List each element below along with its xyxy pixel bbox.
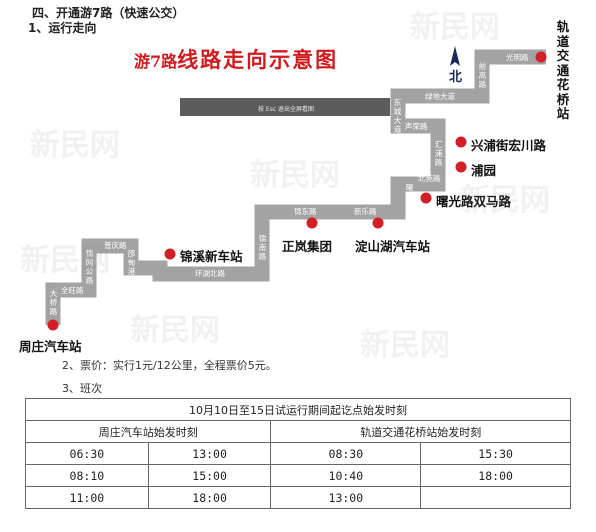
route-map xyxy=(45,46,547,331)
schedule-col-b: 轨道交通花桥站始发时刻 xyxy=(270,420,571,443)
schedule-cell: 11:00 xyxy=(25,486,149,509)
road-label-huanhubei: 环湖北路 xyxy=(195,269,225,278)
schedule-cell: 15:30 xyxy=(420,442,571,465)
road-label-beiyuan: 北苑路 xyxy=(418,174,441,183)
stop-dot-guidao xyxy=(535,51,547,63)
schedule-cell: 06:30 xyxy=(25,442,149,465)
road-label-guangming: 光明路 xyxy=(506,53,529,62)
road-label-xinle: 新乐路 xyxy=(354,207,377,216)
schedule-cell: 13:00 xyxy=(147,442,272,465)
stop-dot-zhenglan xyxy=(306,217,318,229)
schedule-col-a: 周庄汽车站始发时刻 xyxy=(24,420,272,443)
map-banner xyxy=(180,98,390,116)
road-label-quanwang: 全旺路 xyxy=(61,286,84,295)
stop-label-dianshanhu: 淀山湖汽车站 xyxy=(355,239,431,254)
stop-label-xingpu: 兴浦街宏川路 xyxy=(471,138,547,153)
stop-dot-zhouzhuang xyxy=(47,319,59,331)
route-stops xyxy=(47,51,547,331)
stop-dot-shuguangshuangma xyxy=(420,192,432,204)
stop-label-guidao: 轨道交通花桥站 xyxy=(556,19,570,121)
stop-dot-dianshanhu xyxy=(372,217,384,229)
schedule-title: 10月10日至15日试运行期间起讫点始发时刻 xyxy=(25,398,571,421)
road-label-huipu: 汇浦路 xyxy=(434,140,443,167)
stop-label-zhenglan: 正岚集团 xyxy=(282,239,333,254)
schedule-cell: 08:30 xyxy=(270,442,422,465)
schedule-cell: 15:00 xyxy=(147,464,272,487)
schedule-cell: 13:00 xyxy=(270,486,422,509)
schedule-cell xyxy=(420,486,571,509)
schedule-cell: 08:10 xyxy=(25,464,149,487)
road-label-puqing: 普庆路 xyxy=(104,241,127,250)
north-arrow-icon xyxy=(450,46,460,66)
table-row: 11:00 18:00 13:00 xyxy=(25,486,571,509)
map-title-route: 游7路 xyxy=(134,52,178,71)
road-label-lvdi: 绿地大道 xyxy=(425,92,455,101)
schedule-table: 10月10日至15日试运行期间起讫点始发时刻 周庄汽车站始发时刻 轨道交通花桥站… xyxy=(24,398,571,509)
road-label-jinnan: 锦南路 xyxy=(258,234,267,261)
fare-note: 2、票价：实行1元/12公里，全程票价5元。 xyxy=(62,359,277,372)
table-row: 08:10 15:00 10:40 18:00 xyxy=(25,464,571,487)
road-label-qiangao: 前高路 xyxy=(478,62,487,89)
esc-hint: 按 Esc 退出全屏看图 xyxy=(258,106,315,113)
road-label-jinwangong: 锦网公路 xyxy=(85,249,94,285)
stop-label-zhouzhuang: 周庄汽车站 xyxy=(19,339,82,354)
road-label-shuguang: 曙光路 xyxy=(405,183,414,210)
stop-dot-jinxi xyxy=(164,248,176,260)
stop-label-puyuan: 浦园 xyxy=(471,163,497,178)
road-label-daqiao: 大桥路 xyxy=(49,289,58,316)
section-heading: 四、开通游7路（快速公交） xyxy=(32,6,185,20)
stop-dot-xingpu xyxy=(455,136,467,148)
schedule-cell: 18:00 xyxy=(420,464,571,487)
stop-dot-puyuan xyxy=(455,161,467,173)
schedule-cell: 10:40 xyxy=(270,464,422,487)
road-label-shengrong: 声荣路 xyxy=(405,122,428,131)
map-title-main: 线路走向示意图 xyxy=(177,47,339,72)
map-title: 游7路线路走向示意图 xyxy=(134,44,338,74)
stop-label-jinxi: 锦溪新车站 xyxy=(180,249,243,264)
schedule-cell: 18:00 xyxy=(147,486,272,509)
schedule-heading: 3、班次 xyxy=(62,382,102,395)
north-label: 北 xyxy=(449,70,463,85)
road-label-shaojiadu: 邵甸港路 xyxy=(127,249,136,285)
table-row: 06:30 13:00 08:30 15:30 xyxy=(25,442,571,465)
road-label-jindong: 锦东路 xyxy=(294,207,317,216)
sub-heading: 1、运行走向 xyxy=(28,21,97,35)
stop-label-shuguangshuangma: 曙光路双马路 xyxy=(436,194,512,209)
route-line xyxy=(45,49,546,325)
road-label-dongcheng: 东城大道 xyxy=(393,98,402,134)
